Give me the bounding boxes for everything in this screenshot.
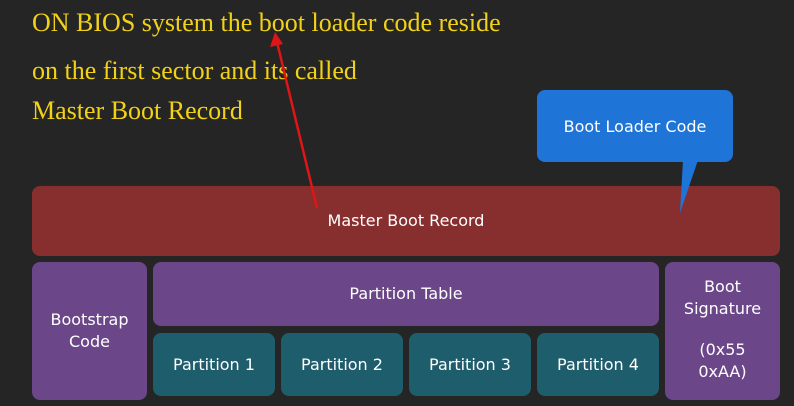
partition-3-label: Partition 3 — [429, 354, 511, 374]
caption-line-2: on the first sector and its called — [32, 56, 357, 85]
boot-loader-callout-label: Boot Loader Code — [563, 116, 707, 136]
bootstrap-label-line-2: Code — [69, 332, 110, 351]
boot-signature-value-line-2: 0xAA) — [698, 361, 747, 381]
boot-signature-block: Boot Signature (0x55 0xAA) — [665, 262, 780, 400]
bootstrap-code-block: Bootstrap Code — [32, 262, 147, 400]
boot-loader-callout: Boot Loader Code — [537, 90, 733, 162]
partition-4-label: Partition 4 — [557, 354, 639, 374]
partition-2-label: Partition 2 — [301, 354, 383, 374]
master-boot-record-block: Master Boot Record — [32, 186, 780, 256]
partition-1-label: Partition 1 — [173, 354, 255, 374]
boot-signature-value-line-1: (0x55 — [699, 340, 746, 360]
partition-4-block: Partition 4 — [537, 333, 659, 396]
boot-signature-label-line-1: Boot — [704, 277, 741, 296]
partition-table-block: Partition Table — [153, 262, 659, 326]
caption-line-3: Master Boot Record — [32, 96, 243, 125]
boot-signature-label-line-2: Signature — [683, 298, 762, 318]
partition-1-block: Partition 1 — [153, 333, 275, 396]
caption-line-1: ON BIOS system the boot loader code resi… — [32, 8, 501, 37]
partition-table-label: Partition Table — [349, 284, 463, 304]
partition-2-block: Partition 2 — [281, 333, 403, 396]
bootstrap-label-line-1: Bootstrap — [50, 310, 129, 330]
mbr-label: Master Boot Record — [327, 211, 485, 231]
partition-3-block: Partition 3 — [409, 333, 531, 396]
